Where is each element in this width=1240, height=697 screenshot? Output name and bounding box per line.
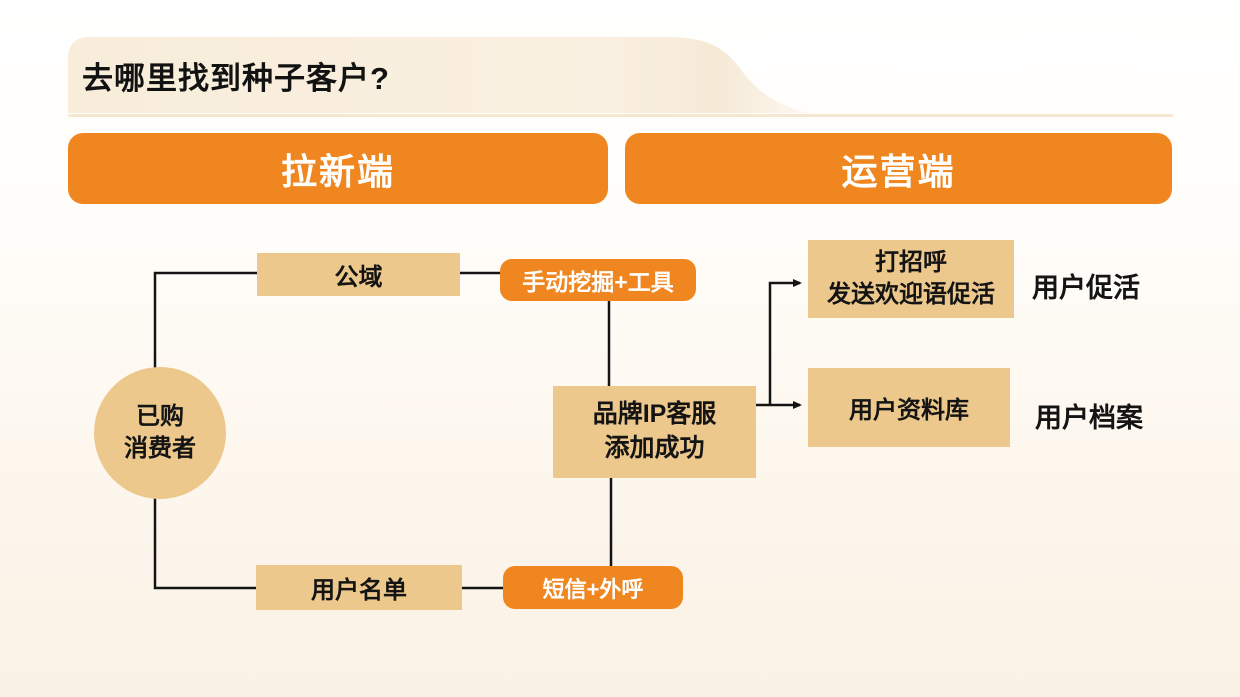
node-user-database: 用户资料库 <box>808 368 1010 447</box>
node-brand-ip-service: 品牌IP客服 添加成功 <box>553 386 756 478</box>
node-purchased-consumers: 已购 消费者 <box>94 367 226 499</box>
section-header-operation: 运营端 <box>625 133 1172 204</box>
node-brand-ip-service-line1: 品牌IP客服 <box>592 400 717 429</box>
node-user-list: 用户名单 <box>256 565 462 610</box>
connector-source-to-public <box>153 271 257 369</box>
section-header-acquisition: 拉新端 <box>68 133 608 204</box>
node-brand-ip-service-line2: 添加成功 <box>604 434 705 462</box>
annotation-user-activation: 用户促活 <box>1032 273 1140 303</box>
banner-swoosh-shape <box>68 37 808 113</box>
annotation-user-profile: 用户档案 <box>1035 403 1143 433</box>
node-sms-outbound: 短信+外呼 <box>503 566 683 609</box>
node-purchased-consumers-line1: 已购 <box>136 402 184 430</box>
node-public-domain: 公域 <box>257 253 460 296</box>
node-greeting-welcome: 打招呼 发送欢迎语促活 <box>808 240 1014 318</box>
connector-source-to-userlist <box>153 497 256 590</box>
page-title: 去哪里找到种子客户? <box>82 60 390 96</box>
node-greeting-welcome-line2: 发送欢迎语促活 <box>827 281 995 308</box>
node-purchased-consumers-line2: 消费者 <box>124 435 196 462</box>
banner-underline <box>68 114 1173 117</box>
node-manual-mining-tools: 手动挖掘+工具 <box>500 259 696 301</box>
connector-brand-to-greeting-arrow <box>768 279 802 405</box>
node-greeting-welcome-line1: 打招呼 <box>875 248 947 276</box>
title-banner: 去哪里找到种子客户? <box>68 37 808 113</box>
